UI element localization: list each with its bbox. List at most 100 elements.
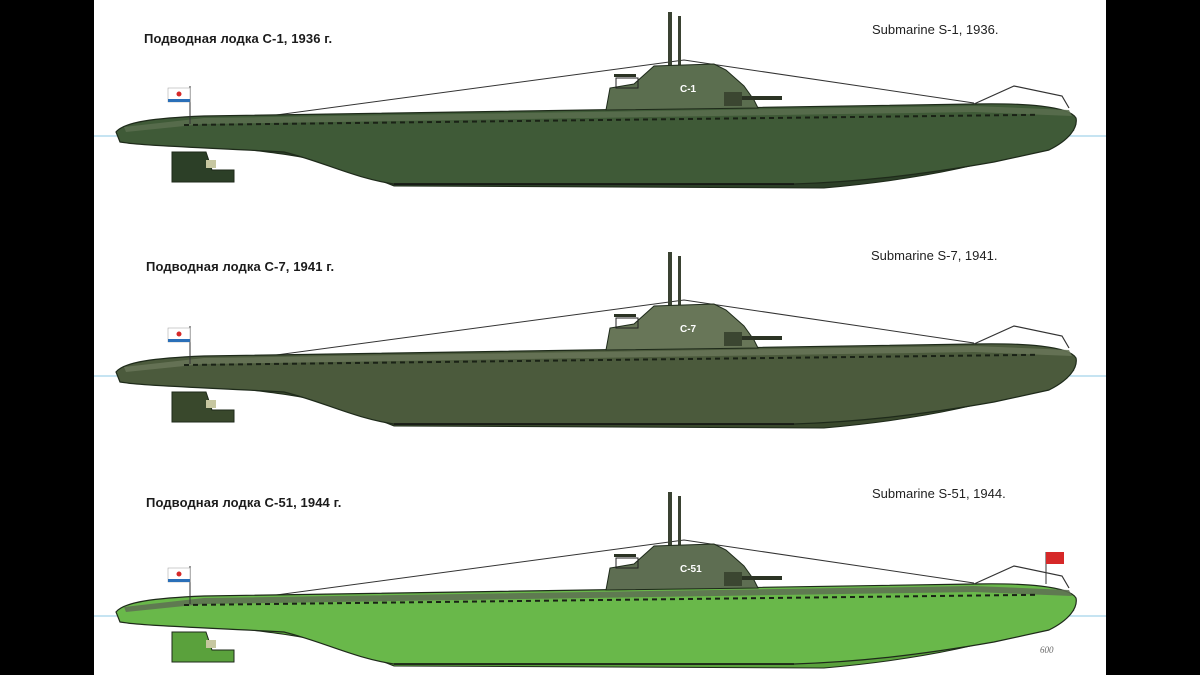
limber-hole	[832, 596, 837, 599]
limber-hole	[967, 594, 972, 597]
limber-hole	[364, 361, 369, 364]
limber-hole	[283, 602, 288, 605]
limber-hole	[292, 602, 297, 605]
limber-hole	[355, 121, 360, 124]
limber-hole	[859, 115, 864, 118]
limber-hole	[1003, 594, 1008, 597]
limber-hole	[202, 123, 207, 126]
limber-hole	[967, 114, 972, 117]
limber-hole	[1030, 113, 1035, 116]
hull-number: С-7	[680, 324, 697, 335]
limber-hole	[220, 603, 225, 606]
limber-hole	[1003, 354, 1008, 357]
limber-hole	[715, 117, 720, 120]
limber-hole	[1003, 114, 1008, 117]
limber-hole	[931, 115, 936, 118]
limber-hole	[724, 357, 729, 360]
limber-hole	[814, 596, 819, 599]
limber-hole	[949, 114, 954, 117]
limber-hole	[463, 360, 468, 363]
deck-casing	[124, 346, 1072, 372]
limber-hole	[589, 599, 594, 602]
limber-hole	[985, 354, 990, 357]
limber-hole	[769, 596, 774, 599]
limber-hole	[220, 123, 225, 126]
limber-hole	[346, 122, 351, 125]
limber-hole	[571, 119, 576, 122]
limber-hole	[526, 599, 531, 602]
limber-hole	[796, 356, 801, 359]
limber-hole	[868, 595, 873, 598]
limber-hole	[643, 598, 648, 601]
limber-hole	[742, 597, 747, 600]
limber-hole	[508, 120, 513, 123]
limber-hole	[841, 116, 846, 119]
limber-hole	[652, 358, 657, 361]
limber-hole	[688, 117, 693, 120]
limber-hole	[787, 356, 792, 359]
limber-hole	[850, 356, 855, 359]
limber-hole	[958, 354, 963, 357]
limber-hole	[877, 595, 882, 598]
limber-hole	[526, 119, 531, 122]
jumping-wire	[253, 59, 975, 119]
limber-hole	[310, 602, 315, 605]
limber-hole	[787, 116, 792, 119]
hull-number: С-51	[680, 564, 702, 575]
artist-signature: 600	[1040, 645, 1054, 655]
deck-gun-mount	[724, 92, 742, 106]
limber-hole	[364, 601, 369, 604]
bridge-rail	[615, 557, 639, 569]
limber-hole	[994, 354, 999, 357]
limber-hole	[616, 598, 621, 601]
limber-hole	[481, 120, 486, 123]
limber-hole	[490, 120, 495, 123]
limber-hole	[265, 123, 270, 126]
limber-hole	[472, 360, 477, 363]
limber-hole	[184, 604, 189, 606]
limber-hole	[976, 114, 981, 117]
limber-hole	[769, 356, 774, 359]
limber-hole	[553, 599, 558, 602]
submarine-s7-illustration: С-7	[94, 252, 1106, 429]
limber-hole	[751, 597, 756, 600]
limber-hole	[247, 603, 252, 606]
propeller	[206, 640, 216, 648]
conning-tower	[605, 63, 759, 111]
limber-hole	[616, 358, 621, 361]
limber-hole	[661, 118, 666, 121]
deck-gun-barrel	[738, 336, 782, 340]
ensign-star	[176, 91, 182, 97]
limber-hole	[184, 364, 189, 366]
anti-aircraft-gun	[614, 554, 636, 557]
limber-hole	[238, 603, 243, 606]
limber-hole	[832, 116, 837, 119]
limber-hole	[859, 355, 864, 358]
limber-hole	[553, 119, 558, 122]
limber-hole	[841, 356, 846, 359]
limber-hole	[400, 121, 405, 124]
limber-hole	[472, 600, 477, 603]
limber-hole	[571, 359, 576, 362]
periscope-mast	[668, 252, 672, 312]
ensign-star	[176, 331, 182, 337]
limber-hole	[391, 361, 396, 364]
limber-hole	[454, 600, 459, 603]
limber-hole	[508, 360, 513, 363]
limber-hole	[418, 601, 423, 604]
limber-holes	[184, 113, 1035, 126]
limber-hole	[481, 360, 486, 363]
limber-hole	[1021, 593, 1026, 596]
limber-hole	[409, 121, 414, 124]
limber-hole	[607, 598, 612, 601]
limber-hole	[382, 601, 387, 604]
limber-hole	[814, 116, 819, 119]
limber-hole	[832, 356, 837, 359]
limber-hole	[913, 355, 918, 358]
limber-hole	[274, 362, 279, 365]
periscope-mast	[668, 492, 672, 552]
limber-hole	[193, 123, 198, 126]
limber-holes	[184, 593, 1035, 606]
limber-hole	[355, 361, 360, 364]
limber-hole	[562, 359, 567, 362]
